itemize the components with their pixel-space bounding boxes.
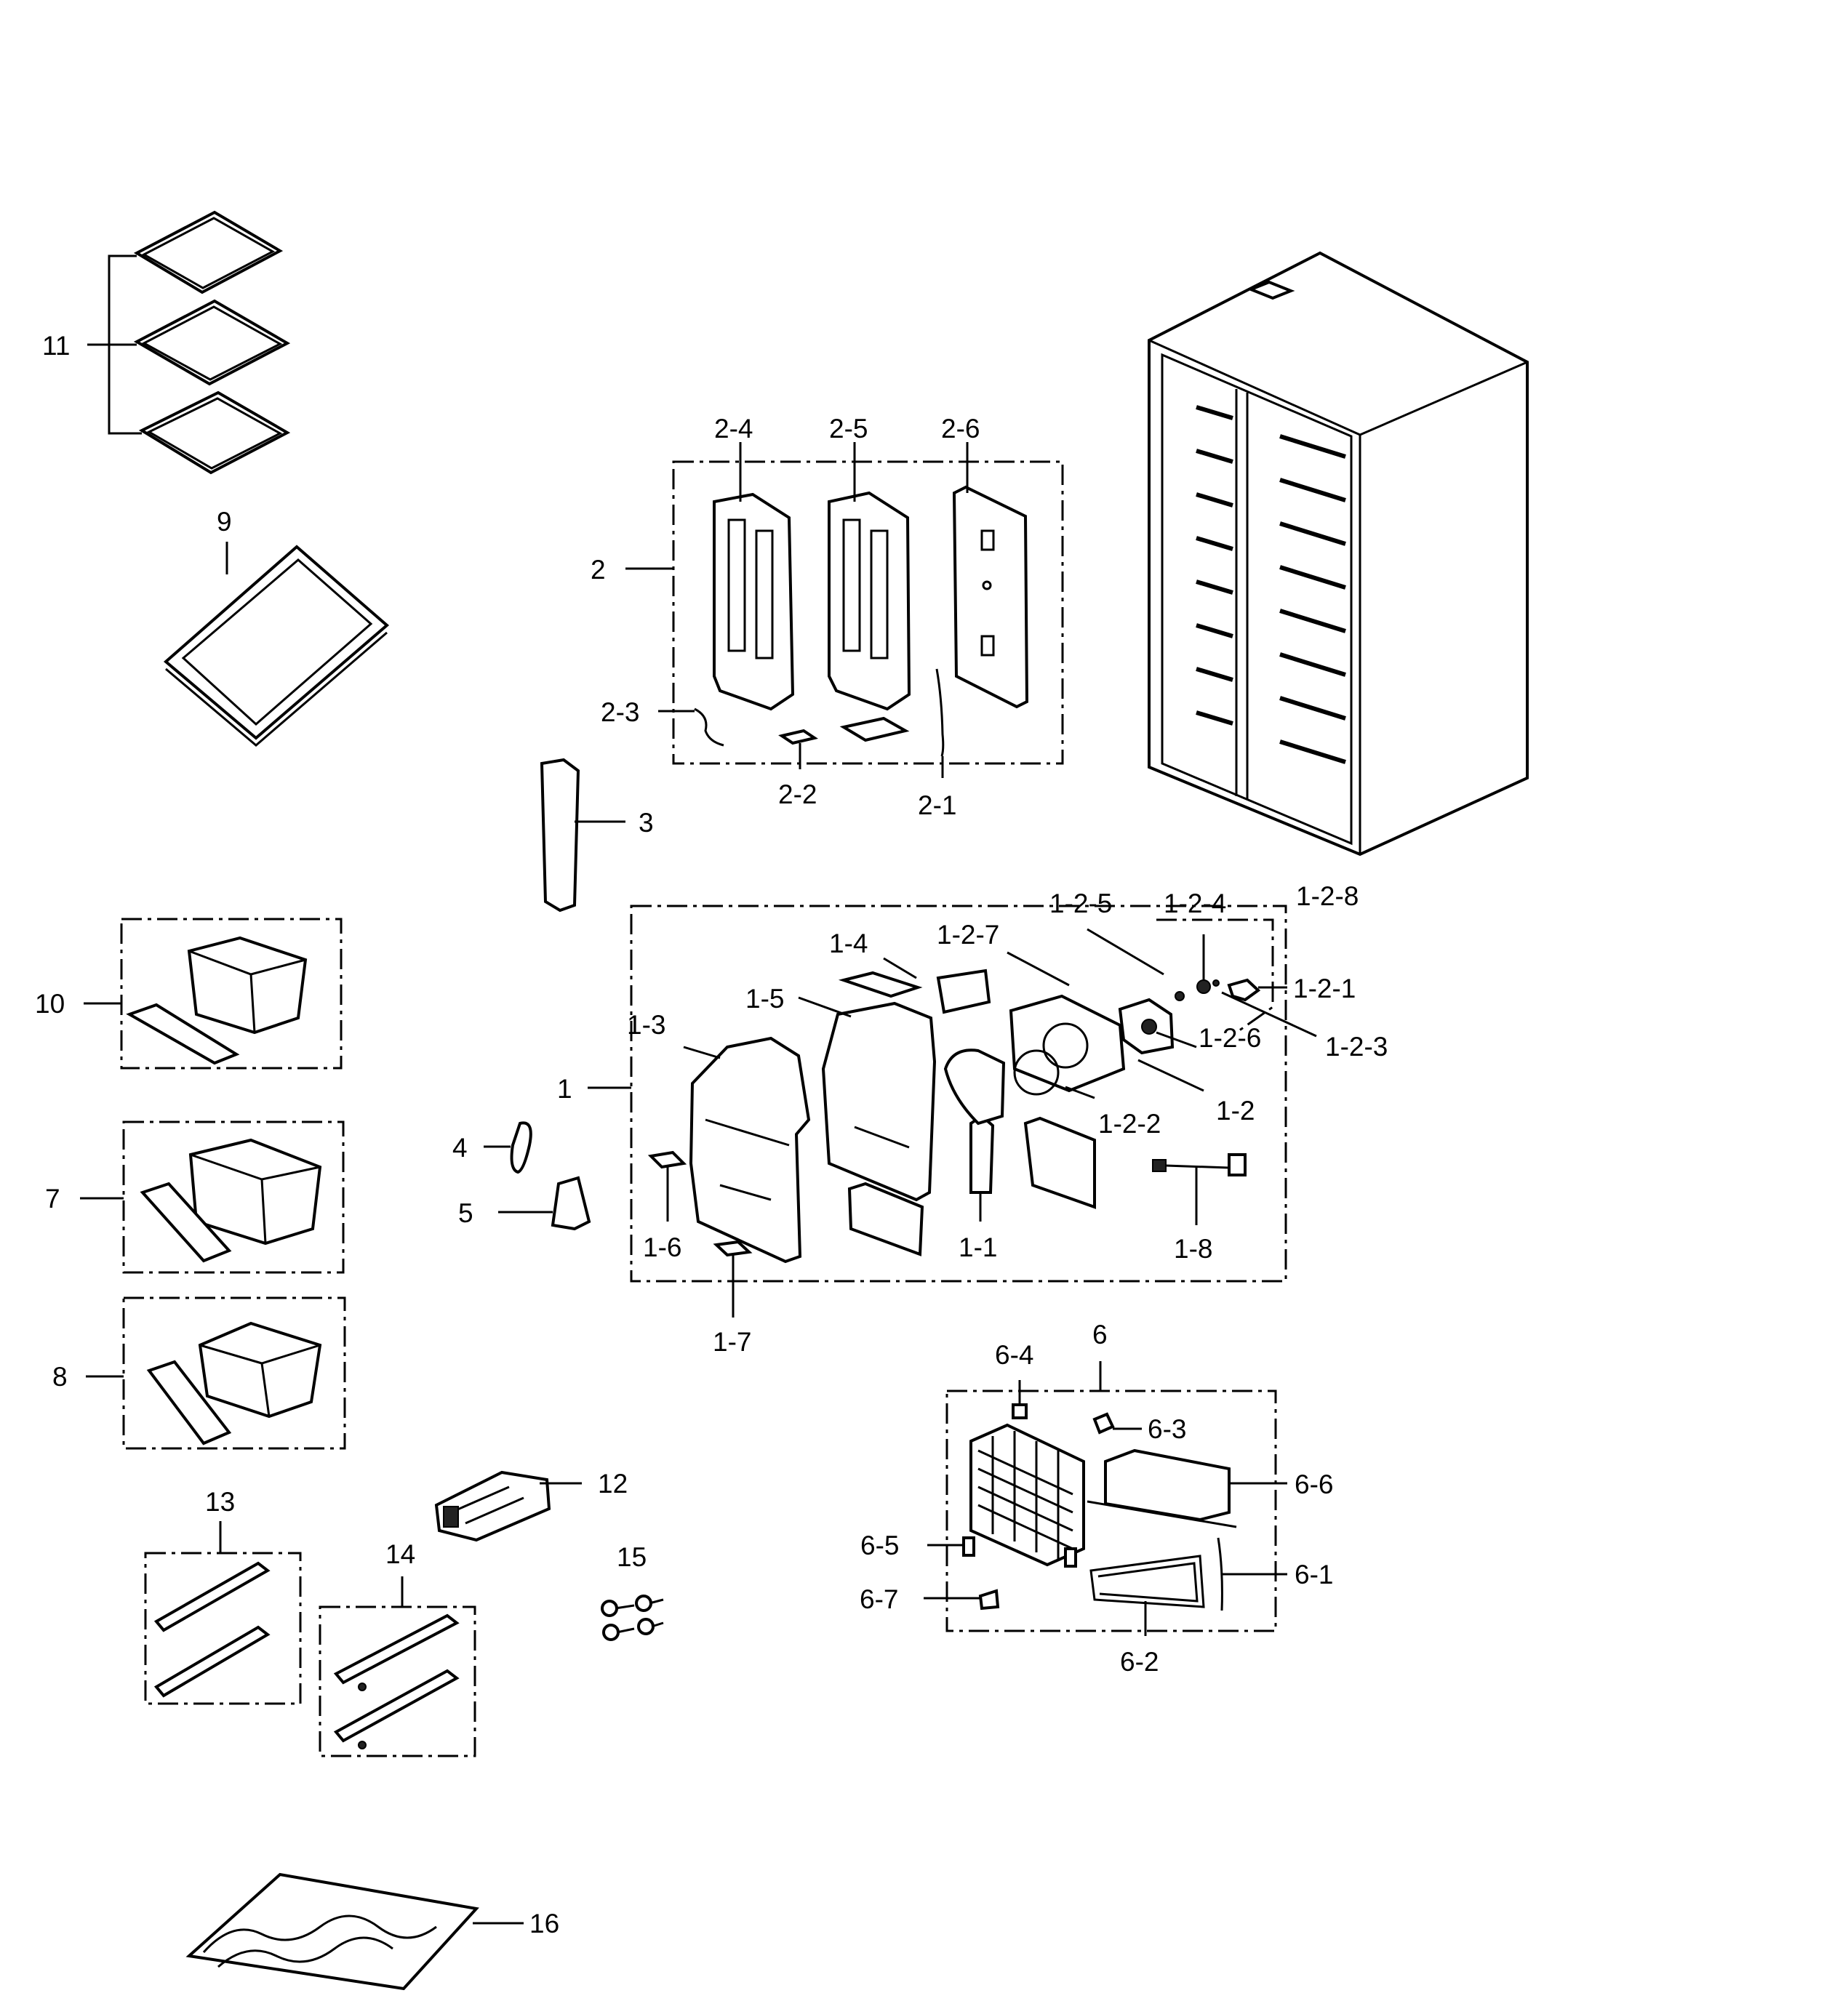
label-1-2-5: 1-2-5 xyxy=(1049,889,1112,918)
part-5 xyxy=(498,1176,591,1231)
label-9: 9 xyxy=(217,507,232,537)
label-1-2: 1-2 xyxy=(1216,1096,1255,1126)
assembly-1-box xyxy=(588,905,1287,1283)
label-2-3: 2-3 xyxy=(601,697,639,727)
label-6-6: 6-6 xyxy=(1295,1469,1333,1499)
label-3: 3 xyxy=(639,808,654,838)
label-6: 6 xyxy=(1092,1320,1108,1350)
part-2-6-plate xyxy=(952,442,1029,709)
label-1-6: 1-6 xyxy=(643,1232,681,1262)
part-6-3 xyxy=(1092,1412,1142,1435)
part-6-evaporator xyxy=(969,1423,1085,1567)
label-1: 1 xyxy=(557,1074,572,1104)
label-6-7: 6-7 xyxy=(860,1584,898,1614)
part-1-3-cover xyxy=(683,1036,811,1264)
part-15-screws xyxy=(601,1595,664,1641)
label-6-2: 6-2 xyxy=(1120,1647,1159,1677)
part-2-3-wire xyxy=(658,707,724,747)
label-6-1: 6-1 xyxy=(1295,1560,1333,1589)
part-4 xyxy=(484,1121,532,1174)
label-14: 14 xyxy=(385,1539,415,1569)
part-6-2-heater-loop xyxy=(1089,1555,1205,1636)
label-2-1: 2-1 xyxy=(918,790,956,820)
label-7: 7 xyxy=(45,1184,60,1214)
label-2-2: 2-2 xyxy=(778,779,817,809)
part-11-shelves xyxy=(87,210,291,475)
assembly-6-box xyxy=(945,1361,1277,1632)
label-1-2-2: 1-2-2 xyxy=(1098,1109,1161,1139)
label-1-5: 1-5 xyxy=(745,984,784,1014)
part-14-rails xyxy=(319,1576,476,1757)
part-2-2-clip xyxy=(778,716,910,769)
part-6-6-heater xyxy=(1087,1448,1287,1528)
part-8-drawer xyxy=(86,1296,346,1450)
part-2-1-sensor xyxy=(935,668,945,778)
part-12-module xyxy=(434,1470,582,1542)
part-1-5-duct xyxy=(798,996,937,1202)
part-1-4-cover xyxy=(838,957,923,998)
label-6-4: 6-4 xyxy=(995,1340,1033,1370)
label-4: 4 xyxy=(452,1133,468,1163)
label-2: 2 xyxy=(591,555,606,585)
part-6-1-sensor xyxy=(1217,1537,1287,1611)
label-1-8: 1-8 xyxy=(1174,1234,1212,1264)
label-1-2-1: 1-2-1 xyxy=(1293,974,1356,1003)
part-1-2-fan-assembly xyxy=(943,994,1204,1209)
assembly-2-box xyxy=(625,460,1064,765)
label-15: 15 xyxy=(617,1542,647,1572)
part-1-7 xyxy=(713,1240,753,1318)
label-16: 16 xyxy=(529,1909,559,1938)
label-1-7: 1-7 xyxy=(713,1327,751,1357)
part-1-8-harness xyxy=(1152,1153,1247,1225)
label-6-3: 6-3 xyxy=(1148,1414,1186,1444)
part-6-5 xyxy=(927,1536,1077,1568)
label-1-2-6: 1-2-6 xyxy=(1199,1023,1261,1053)
label-10: 10 xyxy=(35,989,65,1019)
part-2-5-panel xyxy=(828,442,911,711)
label-1-1: 1-1 xyxy=(959,1232,997,1262)
label-5: 5 xyxy=(458,1198,473,1228)
part-1-2-7-bracket xyxy=(936,951,1070,1014)
part-1-6 xyxy=(647,1150,687,1222)
label-8: 8 xyxy=(52,1362,68,1392)
label-1-4: 1-4 xyxy=(829,929,868,958)
label-1-2-3: 1-2-3 xyxy=(1325,1032,1388,1062)
part-6-7 xyxy=(924,1589,1000,1611)
part-9-shelf xyxy=(163,542,390,747)
label-11: 11 xyxy=(42,331,70,361)
part-16-rack xyxy=(185,1872,524,1991)
part-10-drawer xyxy=(84,918,343,1070)
part-1-2-motor-group xyxy=(1087,928,1317,1055)
label-2-6: 2-6 xyxy=(941,414,980,444)
label-12: 12 xyxy=(598,1469,628,1499)
label-2-4: 2-4 xyxy=(714,414,753,444)
label-6-5: 6-5 xyxy=(860,1531,899,1560)
label-1-2-7: 1-2-7 xyxy=(937,920,999,950)
part-3-strip xyxy=(540,758,625,913)
refrigerator-cabinet xyxy=(1148,251,1529,857)
label-1-2-8: 1-2-8 xyxy=(1296,881,1359,911)
part-6-4 xyxy=(1012,1380,1028,1419)
label-13: 13 xyxy=(205,1487,235,1517)
part-13-rails xyxy=(144,1521,302,1705)
label-1-3: 1-3 xyxy=(627,1010,665,1040)
label-1-2-4: 1-2-4 xyxy=(1164,889,1226,918)
part-7-drawer xyxy=(80,1120,345,1274)
label-2-5: 2-5 xyxy=(829,414,868,444)
part-2-4-panel xyxy=(713,442,795,711)
